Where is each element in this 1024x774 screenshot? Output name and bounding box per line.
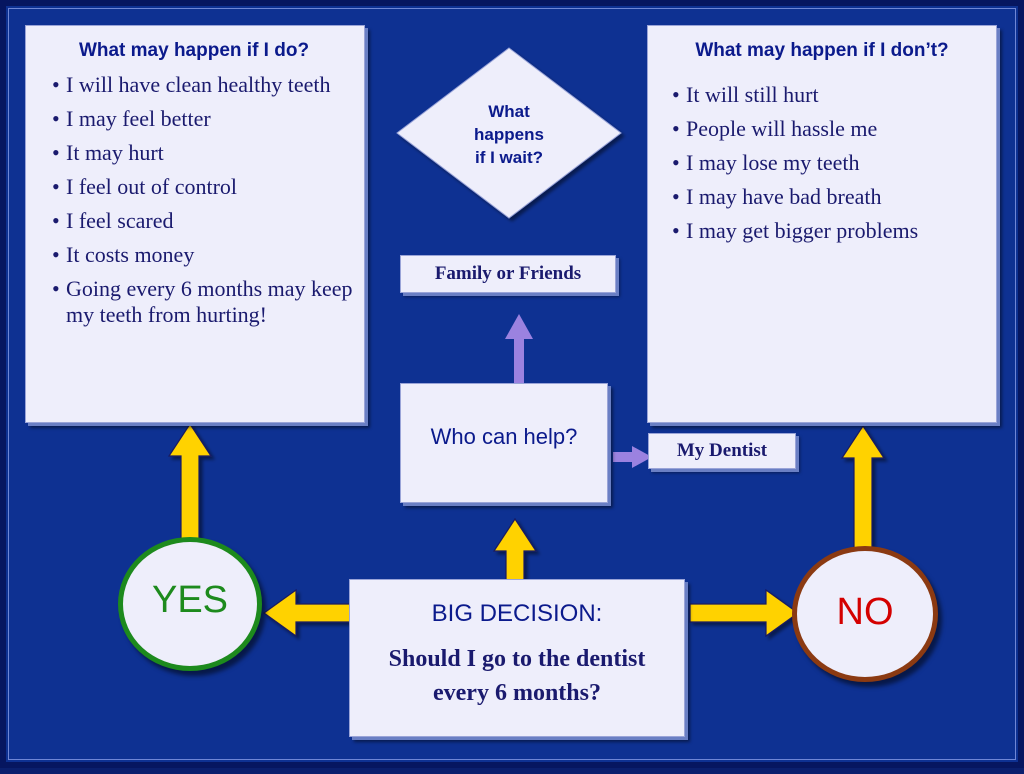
list-item: It costs money [52,242,354,268]
arrow-left-yes [262,588,355,638]
diamond-line-2: happens [474,125,544,144]
left-panel-list: I will have clean healthy teeth I may fe… [52,72,354,328]
no-circle: NO [792,546,938,682]
decision-question: Should I go to the dentist every 6 month… [388,646,646,706]
right-panel: What may happen if I don’t? It will stil… [647,25,997,423]
yes-label: YES [151,578,229,621]
diamond-text: What happens if I wait? [449,100,569,169]
who-can-help-box: Who can help? [400,383,608,503]
decision-title: BIG DECISION: [431,600,603,627]
list-item: I feel scared [52,208,354,234]
list-item: Going every 6 months may keep my teeth f… [52,276,354,328]
yes-circle: YES [118,537,262,671]
right-panel-list: It will still hurt People will hassle me… [672,82,986,244]
list-item: I may get bigger problems [672,218,986,244]
list-item: I feel out of control [52,174,354,200]
arrow-right-no [689,588,800,638]
wait-diamond [396,47,622,219]
family-or-friends-label: Family or Friends [400,255,616,293]
right-panel-title: What may happen if I don’t? [695,40,949,61]
diamond-line-3: if I wait? [475,148,543,167]
no-label: NO [836,590,894,633]
list-item: I will have clean healthy teeth [52,72,354,98]
list-item: I may lose my teeth [672,150,986,176]
big-decision-box: BIG DECISION: Should I go to the dentist… [349,579,685,737]
left-panel: What may happen if I do? I will have cle… [25,25,365,423]
who-can-help-text: Who can help? [430,424,578,449]
list-item: I may feel better [52,106,354,132]
list-item: It will still hurt [672,82,986,108]
arrow-up-yes [167,422,213,542]
left-panel-title: What may happen if I do? [78,40,310,61]
connector-arrows [167,47,886,638]
list-item: I may have bad breath [672,184,986,210]
arrow-up-no [840,424,886,552]
list-item: People will hassle me [672,116,986,142]
diamond-line-1: What [488,102,530,121]
list-item: It may hurt [52,140,354,166]
arrow-up-family [505,314,533,389]
my-dentist-label: My Dentist [648,433,796,469]
arrow-up-decision [492,517,538,585]
arrow-right-dentist [613,446,652,468]
